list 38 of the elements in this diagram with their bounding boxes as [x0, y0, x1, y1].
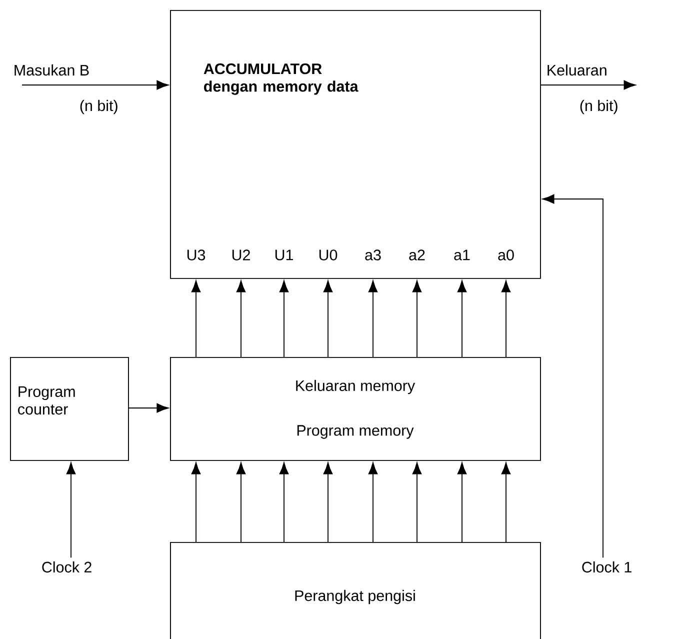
signal-label: Keluaran — [548, 64, 606, 76]
arrow — [368, 462, 378, 542]
arrow — [368, 280, 378, 358]
pin-label: U2 — [232, 250, 250, 260]
arrow — [457, 280, 467, 358]
arrow — [236, 462, 246, 542]
arrow — [540, 80, 636, 90]
pin-label: a0 — [498, 250, 514, 260]
arrow — [236, 280, 246, 358]
pin-label: a1 — [454, 250, 470, 260]
memory-box: Keluaran memory Program memory — [170, 357, 541, 461]
signal-label: Masukan B — [14, 64, 89, 76]
arrow — [542, 194, 604, 558]
arrow — [22, 80, 169, 90]
pin-label: U1 — [275, 250, 293, 260]
arrow — [128, 403, 169, 413]
arrow — [279, 280, 289, 358]
counter-box: Program counter — [10, 357, 129, 461]
arrow — [457, 462, 467, 542]
width-label: (n bit) — [80, 100, 118, 114]
arrow — [279, 462, 289, 542]
arrow — [323, 280, 333, 358]
arrow — [66, 462, 76, 558]
arrow — [323, 462, 333, 542]
arrow — [412, 280, 422, 358]
pin-label: a3 — [365, 250, 381, 260]
width-label: (n bit) — [580, 100, 618, 114]
arrow — [412, 462, 422, 542]
arrow — [501, 462, 511, 542]
signal-label: Clock 1 — [582, 561, 632, 573]
pin-label: a2 — [409, 250, 425, 260]
arrow — [191, 462, 201, 542]
pin-label: U0 — [319, 250, 338, 260]
loader-box: Perangkat pengisi — [170, 542, 541, 639]
arrow — [501, 280, 511, 358]
pin-label: U3 — [187, 250, 206, 260]
arrow — [191, 280, 201, 358]
signal-label: Clock 2 — [42, 561, 92, 573]
